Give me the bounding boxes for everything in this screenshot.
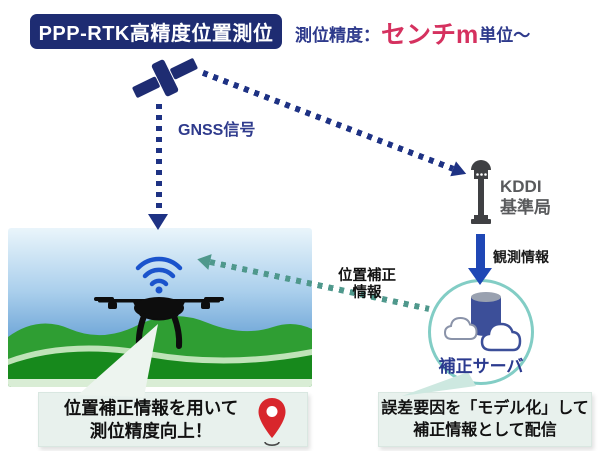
drone-icon (94, 256, 224, 349)
position-correction-line1: 位置補正 (338, 268, 396, 284)
server-callout-pointer (402, 372, 476, 396)
observation-info-label: 観測情報 (493, 249, 549, 265)
location-pin-icon (258, 398, 286, 446)
satellite-icon (132, 58, 198, 98)
cloud-icon (480, 322, 522, 352)
database-cylinder-top (471, 292, 501, 302)
observation-arrow (476, 234, 485, 268)
base-station-label: KDDI 基準局 (500, 176, 551, 218)
page-title: PPP-RTK高精度位置測位 (38, 23, 274, 45)
server-callout-line1: 誤差要因を「モデル化」して (381, 399, 589, 417)
base-station-label-line2: 基準局 (500, 198, 551, 217)
drone-callout-line1: 位置補正情報を用いて (63, 397, 239, 418)
title-badge: PPP-RTK高精度位置測位 (30, 14, 282, 49)
drone-callout-text: 位置補正情報を用いて 測位精度向上！ (64, 397, 238, 443)
cloud-icon (443, 316, 478, 340)
gnss-signal-label: GNSS信号 (178, 122, 256, 139)
accuracy-prefix: 測位精度： (295, 25, 380, 45)
correction-server-label: 補正サーバ (438, 357, 524, 376)
position-correction-line2: 情報 (352, 285, 382, 301)
server-callout: 誤差要因を「モデル化」して 補正情報として配信 (378, 392, 592, 447)
base-station-antenna-icon (471, 160, 491, 224)
drone-callout-pointer (78, 324, 158, 397)
hills-graphic (8, 315, 312, 387)
wifi-signal-icon (135, 256, 183, 294)
gnss-down-arrowhead (148, 214, 168, 230)
position-correction-label: 位置補正 情報 (325, 268, 409, 302)
server-callout-text: 誤差要因を「モデル化」して 補正情報として配信 (381, 398, 589, 442)
gnss-down-arrow (156, 104, 162, 216)
drone-callout-line2: 測位精度向上！ (89, 420, 213, 441)
observation-arrowhead (468, 268, 492, 285)
server-database-icon (443, 292, 522, 352)
accuracy-caption: 測位精度： センチm 単位〜 (295, 17, 530, 49)
drone-scene (8, 228, 312, 387)
accuracy-highlight: センチm (381, 21, 479, 49)
server-callout-line2: 補正情報として配信 (413, 421, 557, 439)
accuracy-suffix: 単位〜 (479, 25, 531, 45)
base-station-label-line1: KDDI (500, 177, 542, 196)
